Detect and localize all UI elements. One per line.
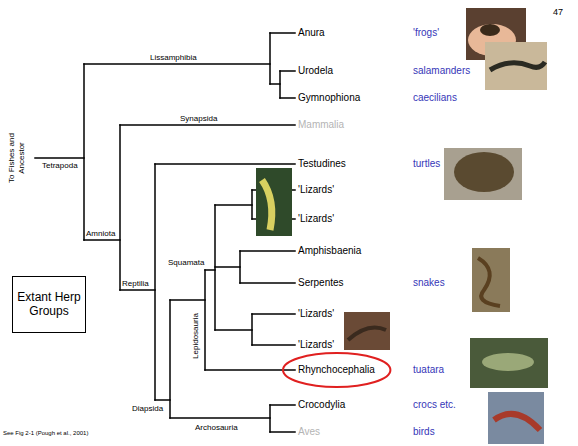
legend-box: Extant Herp Groups: [12, 276, 86, 333]
common-name: turtles: [413, 158, 440, 170]
source-note: See Fig 2-1 (Pough et al., 2001): [3, 430, 88, 437]
taxon-name: 'Lizards': [298, 184, 334, 196]
highlight-oval: Rhynchocephalia: [281, 351, 392, 389]
taxon-name: Aves: [298, 426, 320, 438]
taxon-name: Testudines: [298, 158, 346, 170]
taxon-name: Crocodylia: [298, 399, 345, 411]
common-name: caecilians: [413, 92, 457, 104]
taxon-name: Amphisbaenia: [298, 245, 361, 257]
common-name: salamanders: [413, 65, 470, 77]
clade-name: Tetrapoda: [42, 161, 78, 171]
taxon-name: 'Lizards': [298, 308, 334, 320]
root-label: To Fishes and Ancestor: [7, 130, 26, 186]
clade-name: Amniota: [86, 229, 115, 239]
taxon-name: 'Lizards': [298, 213, 334, 225]
clade-name: Lissamphibia: [150, 53, 197, 63]
taxon-name: Rhynchocephalia: [298, 351, 375, 389]
common-name: 'frogs': [413, 27, 439, 39]
clade-name: Archosauria: [195, 423, 238, 433]
taxon-name: Mammalia: [298, 119, 344, 131]
common-name: birds: [413, 426, 435, 438]
taxon-name: 'Lizards': [298, 339, 334, 351]
taxon-name: Gymnophiona: [298, 92, 360, 104]
taxon-name: Anura: [298, 27, 325, 39]
clade-name: Squamata: [168, 258, 204, 268]
page-number: 47: [553, 7, 563, 18]
box-text: Extant Herp Groups: [17, 290, 81, 319]
clade-name: Reptilia: [122, 279, 149, 289]
clade-name: Diapsida: [132, 404, 163, 414]
clade-name: Synapsida: [180, 114, 217, 124]
common-name: tuatara: [413, 364, 444, 376]
common-name: crocs etc.: [413, 399, 456, 411]
taxon-name: Serpentes: [298, 277, 344, 289]
common-name: snakes: [413, 277, 445, 289]
taxon-name: Urodela: [298, 65, 333, 77]
photo: [256, 8, 548, 444]
clade-name: Lepidosauria: [191, 313, 201, 359]
